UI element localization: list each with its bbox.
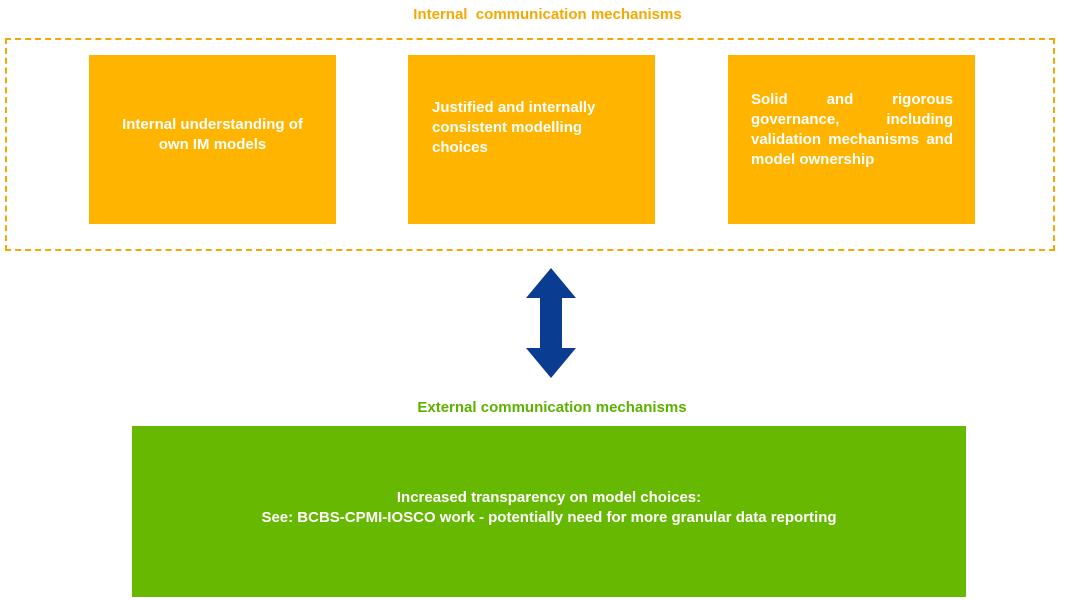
double-headed-arrow-icon [526, 268, 576, 378]
double-headed-arrow-shape [526, 268, 576, 378]
external-communication-title: External communication mechanisms [417, 399, 687, 416]
internal-communication-frame [5, 38, 1055, 251]
modelling-choices-box: Justified and internally consistent mode… [408, 55, 655, 224]
internal-communication-title: Internal communication mechanisms [413, 6, 682, 23]
external-communication-box: Increased transparency on model choices:… [132, 426, 966, 597]
internal-understanding-text: Internal understanding of own IM models [122, 115, 303, 153]
external-box-line-1: Increased transparency on model choices: [396, 488, 702, 506]
internal-understanding-box: Internal understanding of own IM models [89, 55, 336, 224]
governance-box: Solid and rigorous governance, including… [728, 55, 975, 224]
governance-text: Solid and rigorous governance, including… [751, 91, 953, 168]
external-box-line-2: See: BCBS-CPMI-IOSCO work - potentially … [261, 508, 837, 526]
modelling-choices-text: Justified and internally consistent mode… [432, 99, 596, 156]
